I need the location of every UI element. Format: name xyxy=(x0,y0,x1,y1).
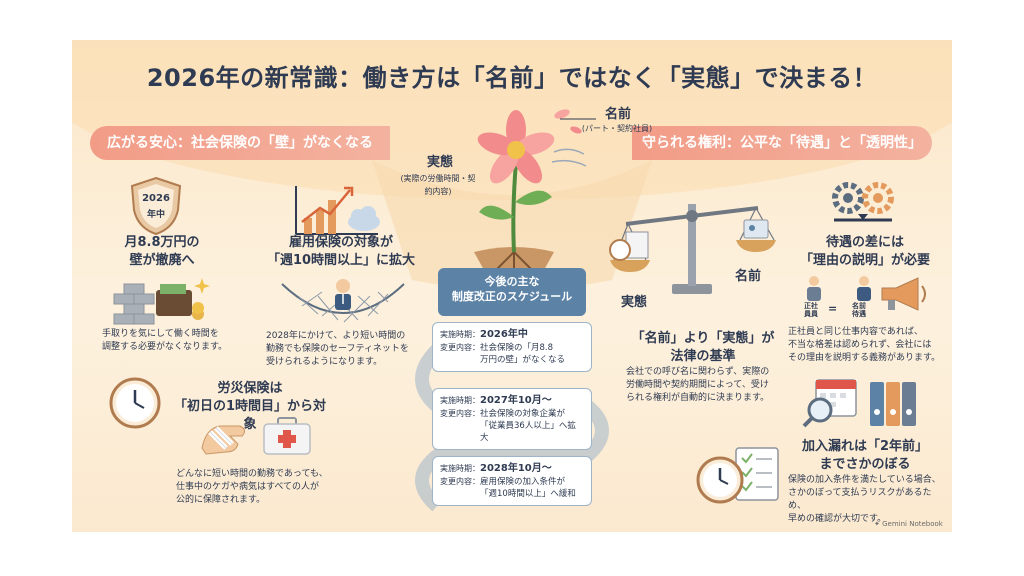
ribbon-right: 守られる権利：公平な「待遇」と「透明性」 xyxy=(632,126,932,160)
flower-name-label: 名前 xyxy=(604,107,631,122)
injury-body: どんなに短い時間の勤務であっても、 仕事中のケガや病気はすべての人が 公的に保障… xyxy=(176,469,328,505)
retro-heading: 加入漏れは「2年前」 までさかのぼる xyxy=(801,439,929,472)
date-label: 実施時期： xyxy=(440,396,480,405)
ribbon-left: 広がる安心：社会保険の「壁」がなくなる xyxy=(90,126,390,160)
schedule-spiral xyxy=(415,345,609,512)
balance-scale-icon xyxy=(609,204,776,294)
schedule-card-1: 実施時期：2026年中 変更内容：社会保険の「月8.8 万円の壁」がなくなる xyxy=(432,322,592,372)
date-label: 実施時期： xyxy=(440,464,480,473)
people-equal-icon xyxy=(807,276,871,301)
eq-left-text: 正社 員員 xyxy=(804,302,818,318)
employment-body: 2028年にかけて、より短い時間の 勤務でも保険のセーフティネットを 受けられる… xyxy=(266,331,409,367)
flower-reality-sub: (実際の労働時間・契約内容) xyxy=(400,174,476,196)
brand-star-icon: ✦ xyxy=(874,520,880,528)
flower-name-sub: (パート・契約社員) xyxy=(581,124,653,133)
schedule-card-2: 実施時期：2027年10月～ 変更内容：社会保険の対象企業が 「従業員36人以上… xyxy=(432,388,592,450)
scale-right-label: 名前 xyxy=(734,269,761,284)
name-pointer-line xyxy=(560,118,596,120)
calendar-search-icon xyxy=(802,379,857,428)
binders-icon xyxy=(870,382,916,426)
content-label: 変更内容： xyxy=(440,477,480,486)
schedule-date-1: 2026年中 xyxy=(480,329,528,340)
scale-left-label: 実態 xyxy=(620,295,647,310)
wall-heading: 月8.8万円の 壁が撤廃へ xyxy=(124,235,200,268)
gears-icon xyxy=(832,182,894,222)
eq-sign: = xyxy=(828,302,838,315)
shield-year: 2026 xyxy=(142,193,170,204)
schedule-content-2: 社会保険の対象企業が 「従業員36人以上」へ拡大 xyxy=(480,409,576,443)
content-label: 変更内容： xyxy=(440,343,480,352)
shield-icon xyxy=(130,176,182,236)
flower-reality-label: 実態 xyxy=(426,155,453,170)
safety-net-icon xyxy=(281,279,405,323)
treatment-heading: 待遇の差には 「理由の説明」が必要 xyxy=(799,235,930,268)
treatment-body: 正社員と同じ仕事内容であれば、 不当な格差は認められず、会社には その理由を説明… xyxy=(788,327,941,363)
schedule-content-3: 雇用保険の加入条件が 「週10時間以上」へ緩和 xyxy=(480,477,576,499)
wallet-bricks-icon xyxy=(113,278,210,325)
schedule-heading: 今後の主な 制度改正のスケジュール xyxy=(438,268,586,316)
eq-right-text: 名前 待遇 xyxy=(852,302,866,318)
law-heading: 「名前」より「実態」が 法律の基準 xyxy=(631,331,775,364)
flower-illustration xyxy=(474,109,587,271)
retro-body: 保険の加入条件を満たしている場合、 さかのぼって支払うリスクがあるため、 早めの… xyxy=(788,475,941,524)
megaphone-icon xyxy=(881,277,926,311)
shield-sub: 年中 xyxy=(146,210,165,220)
schedule-card-3: 実施時期：2028年10月～ 変更内容：雇用保険の加入条件が 「週10時間以上」… xyxy=(432,456,592,506)
clock-checklist-icon xyxy=(696,447,779,504)
content-label: 変更内容： xyxy=(440,409,480,418)
schedule-content-1: 社会保険の「月8.8 万円の壁」がなくなる xyxy=(480,343,566,365)
bandaged-hand-icon xyxy=(201,425,246,455)
schedule-date-2: 2027年10月～ xyxy=(480,395,552,406)
law-body: 会社での呼び名に関わらず、実際の 労働時間や契約期間によって、受け られる権利が… xyxy=(626,367,770,403)
brand-mark: ✦ Gemini Notebook xyxy=(874,520,943,528)
wall-body: 手取りを気にして働く時間を 調整する必要がなくなります。 xyxy=(102,329,228,352)
clock-icon-left xyxy=(109,377,161,429)
injury-heading: 労災保険は 「初日の1時間目」から対象 xyxy=(173,381,327,432)
date-label: 実施時期： xyxy=(440,330,480,339)
infographic-canvas: 2026年の新常識：働き方は「名前」ではなく「実態」で決まる！ 広がる安心：社会… xyxy=(72,40,952,532)
employment-heading: 雇用保険の対象が 「週10時間以上」に拡大 xyxy=(266,235,416,268)
growth-chart-icon xyxy=(295,186,380,235)
schedule-date-3: 2028年10月～ xyxy=(480,463,552,474)
page-title: 2026年の新常識：働き方は「名前」ではなく「実態」で決まる！ xyxy=(146,64,878,92)
first-aid-kit-icon xyxy=(263,417,311,455)
brand-text: Gemini Notebook xyxy=(882,520,943,528)
